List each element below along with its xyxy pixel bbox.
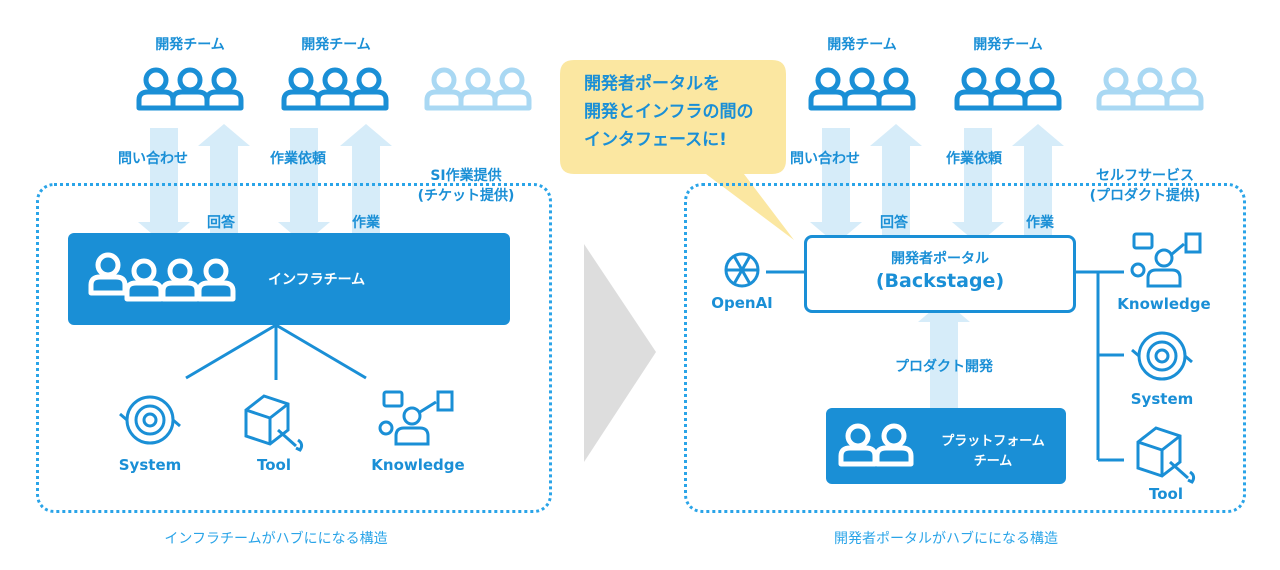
request-label: 作業依頼 — [946, 151, 1002, 167]
platform-team-icon — [826, 408, 926, 484]
dev-team-icon — [139, 70, 241, 108]
developer-portal-box: 開発者ポータル (Backstage) — [804, 235, 1076, 313]
dev-team-label: 開発チーム — [973, 37, 1043, 53]
platform-team-label-2: チーム — [973, 454, 1013, 469]
product-dev-label: プロダクト開発 — [895, 359, 993, 375]
system-label: System — [1130, 390, 1194, 408]
tool-label: Tool — [1149, 485, 1183, 503]
work-label: 作業 — [352, 215, 380, 231]
dev-team-faded-icon — [427, 70, 529, 108]
left-caption: インフラチームがハブにになる構造 — [164, 531, 388, 547]
dev-team-faded-icon — [1099, 70, 1201, 108]
dev-team-label: 開発チーム — [155, 37, 225, 53]
platform-team-box: プラットフォーム チーム — [826, 408, 1066, 484]
request-label: 作業依頼 — [270, 151, 326, 167]
self-service-sub: (プロダクト提供) — [1089, 188, 1201, 204]
dev-team-icon — [957, 70, 1059, 108]
openai-icon — [724, 252, 760, 288]
openai-label: OpenAI — [711, 294, 773, 312]
knowledge-label: Knowledge — [371, 456, 465, 474]
infra-hub-frame — [36, 183, 552, 513]
si-service-label: SI作業提供 — [430, 168, 502, 184]
answer-label: 回答 — [880, 215, 908, 231]
inquiry-label: 問い合わせ — [118, 151, 188, 167]
infra-team-label: インフラチーム — [268, 272, 366, 288]
left-flow-arrows — [138, 124, 392, 244]
knowledge-icon — [378, 390, 454, 446]
si-service-sub: (チケット提供) — [417, 188, 515, 204]
transition-arrow — [584, 244, 656, 462]
platform-team-label-1: プラットフォーム — [941, 434, 1045, 449]
system-icon — [119, 395, 181, 445]
callout-bubble — [560, 60, 794, 240]
right-flow-arrows — [810, 124, 1064, 410]
dev-team-icon — [811, 70, 913, 108]
infra-links — [185, 323, 367, 380]
tool-icon — [244, 394, 304, 452]
portal-title: 開発者ポータル — [891, 251, 989, 267]
callout-line-1: 開発者ポータルを — [584, 74, 720, 94]
system-icon — [1131, 331, 1193, 381]
dev-team-label: 開発チーム — [301, 37, 371, 53]
right-caption: 開発者ポータルがハブにになる構造 — [834, 531, 1058, 547]
dev-team-icon — [284, 70, 386, 108]
system-label: System — [118, 456, 182, 474]
answer-label: 回答 — [207, 215, 235, 231]
callout-line-2: 開発とインフラの間の — [584, 102, 754, 122]
portal-hub-frame — [684, 183, 1246, 513]
knowledge-label: Knowledge — [1117, 295, 1211, 313]
portal-subtitle: (Backstage) — [875, 270, 1005, 292]
tool-icon — [1136, 426, 1196, 484]
inquiry-label: 問い合わせ — [790, 151, 860, 167]
infra-team-icon — [68, 233, 268, 325]
callout-line-3: インタフェースに! — [584, 130, 727, 150]
dev-team-label: 開発チーム — [827, 37, 897, 53]
portal-links — [766, 270, 1124, 462]
knowledge-icon — [1130, 232, 1202, 288]
tool-label: Tool — [257, 456, 291, 474]
self-service-label: セルフサービス — [1096, 168, 1194, 184]
infra-team-box: インフラチーム — [68, 233, 510, 325]
work-label: 作業 — [1026, 215, 1054, 231]
